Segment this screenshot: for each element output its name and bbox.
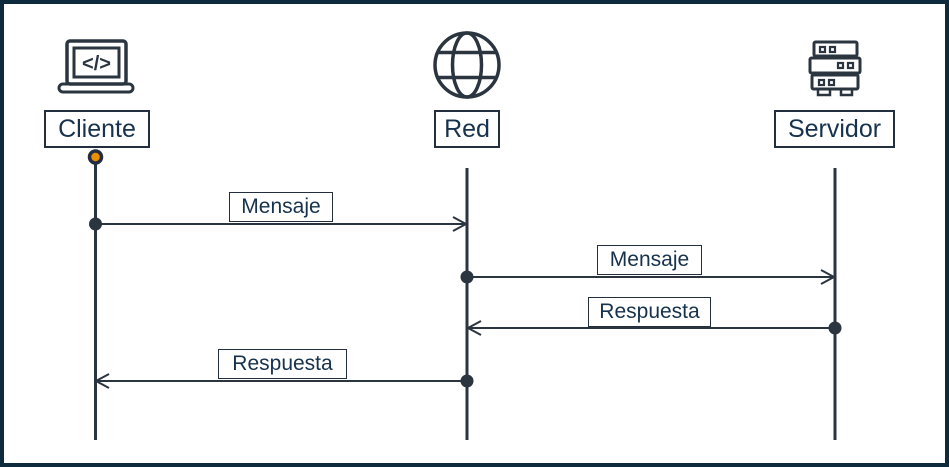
message-arrow-1 (95, 216, 469, 232)
message-start-dot-4 (460, 374, 474, 388)
message-arrow-3 (465, 320, 835, 336)
arrowhead-right-icon (820, 269, 837, 285)
actor-label-cliente: Cliente (44, 110, 150, 148)
actor-label-servidor: Servidor (774, 110, 895, 148)
code-glyph: </> (82, 53, 111, 75)
server-icon (808, 40, 862, 97)
message-label-4: Respuesta (218, 349, 347, 379)
message-start-dot-1 (89, 217, 102, 231)
sequence-diagram-svg: </> (57, 31, 862, 440)
arrowhead-left-icon (93, 373, 110, 389)
message-arrow-2 (467, 269, 837, 285)
actor-label-red: Red (434, 110, 500, 148)
laptop-code-icon: </> (57, 39, 135, 94)
message-label-2: Mensaje (597, 245, 702, 275)
globe-icon (433, 31, 501, 99)
message-arrow-4 (93, 373, 467, 389)
message-start-dot-2 (460, 270, 474, 284)
message-label-3: Respuesta (588, 297, 711, 327)
arrowhead-left-icon (465, 320, 482, 336)
sequence-start-dot (87, 149, 104, 165)
arrowhead-right-icon (452, 216, 469, 232)
message-start-dot-3 (828, 321, 842, 335)
message-label-1: Mensaje (229, 192, 333, 222)
